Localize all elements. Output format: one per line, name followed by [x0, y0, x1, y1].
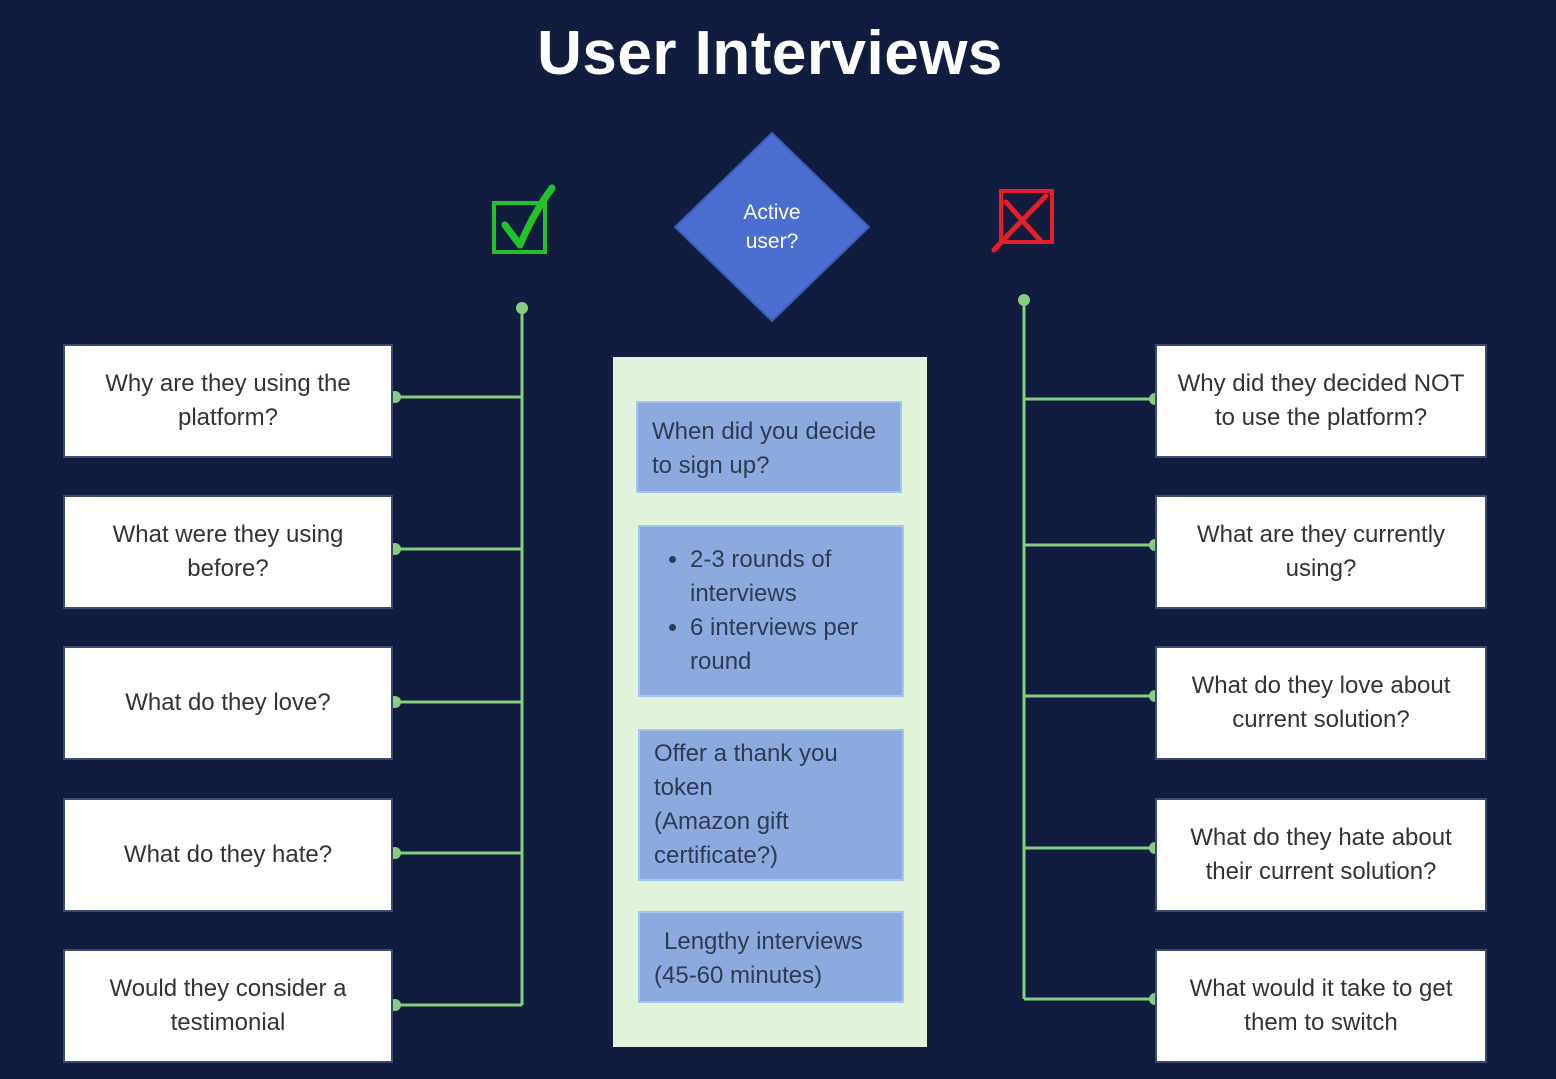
- thank-you-token-box: Offer a thank you token (Amazon gift cer…: [638, 729, 904, 881]
- yes-question-box: Why are they using the platform?: [63, 344, 393, 458]
- yes-question-box: Would they consider a testimonial: [63, 949, 393, 1063]
- rounds-list: 2-3 rounds of interviews 6 interviews pe…: [650, 543, 892, 679]
- signup-question-box: When did you decide to sign up?: [636, 401, 902, 493]
- connector-dot: [1018, 294, 1030, 306]
- red-x-icon: [991, 189, 1054, 253]
- list-item: 2-3 rounds of interviews: [690, 543, 892, 611]
- yes-question-box: What do they love?: [63, 646, 393, 760]
- yes-question-box: What were they using before?: [63, 495, 393, 609]
- no-question-box: What do they hate about their current so…: [1155, 798, 1487, 912]
- no-question-box: Why did they decided NOT to use the plat…: [1155, 344, 1487, 458]
- no-question-box: What are they currently using?: [1155, 495, 1487, 609]
- green-checkmark-icon: [492, 184, 556, 254]
- rounds-box: 2-3 rounds of interviews 6 interviews pe…: [638, 525, 904, 697]
- notes-panel: When did you decide to sign up? 2-3 roun…: [613, 357, 927, 1047]
- yes-question-box: What do they hate?: [63, 798, 393, 912]
- list-item: 6 interviews per round: [690, 611, 892, 679]
- decision-label: Active user?: [743, 201, 801, 253]
- decision-diamond: [673, 131, 871, 323]
- no-connector: [1022, 300, 1155, 1001]
- no-question-box: What would it take to get them to switch: [1155, 949, 1487, 1063]
- connector-dot: [516, 302, 528, 314]
- no-question-box: What do they love about current solution…: [1155, 646, 1487, 760]
- page-title: User Interviews: [537, 19, 1003, 88]
- interview-length-box: Lengthy interviews (45-60 minutes): [638, 911, 904, 1003]
- yes-connector: [395, 308, 524, 1007]
